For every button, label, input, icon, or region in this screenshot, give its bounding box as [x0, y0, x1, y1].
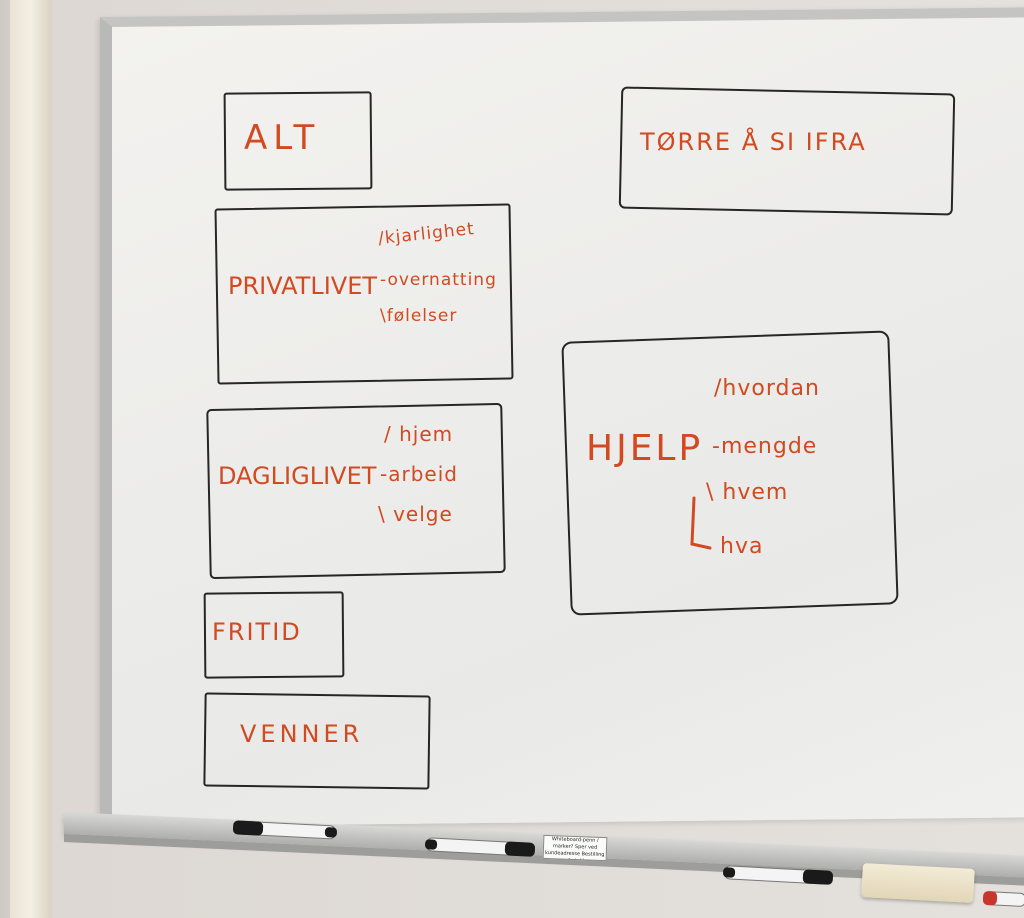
box-dagliglivet — [206, 402, 506, 580]
word-privatlivet: PRIVATLIVET — [228, 272, 378, 300]
box-hjelp — [561, 330, 899, 616]
branch-hjem: / hjem — [384, 422, 454, 446]
word-alt: ALT — [244, 118, 321, 158]
marker-cap — [504, 841, 536, 857]
marker-4[interactable] — [982, 890, 1024, 908]
branch-mengde: -mengde — [712, 434, 818, 459]
branch-hvem: \ hvem — [706, 480, 789, 505]
branch-hva: hva — [720, 534, 764, 559]
word-hjelp: HJELP — [586, 428, 704, 469]
hjelp-bracket-stroke — [690, 496, 712, 550]
word-torre-a-si-ifra: TØRRE Å SI IFRA — [640, 128, 867, 156]
marker-cap — [232, 820, 264, 836]
branch-hvordan: /hvordan — [714, 376, 820, 401]
branch-arbeid: -arbeid — [380, 462, 458, 486]
branch-folelser: \følelser — [380, 306, 458, 326]
word-fritid: FRITID — [212, 618, 302, 646]
marker-label-sticker: Whiteboard-penn / marker? Sper ved kunde… — [542, 834, 608, 862]
branch-overnatting: -overnatting — [380, 270, 497, 290]
word-dagliglivet: DAGLIGLIVET — [218, 462, 377, 490]
door-frame — [10, 0, 52, 918]
marker-cap — [802, 869, 834, 885]
marker-end — [424, 839, 438, 850]
whiteboard-eraser[interactable] — [861, 863, 975, 903]
marker-cap — [982, 890, 998, 906]
branch-velge: \ velge — [378, 502, 453, 526]
word-venner: VENNER — [240, 720, 364, 748]
marker-end — [722, 867, 736, 878]
marker-end — [324, 827, 338, 838]
